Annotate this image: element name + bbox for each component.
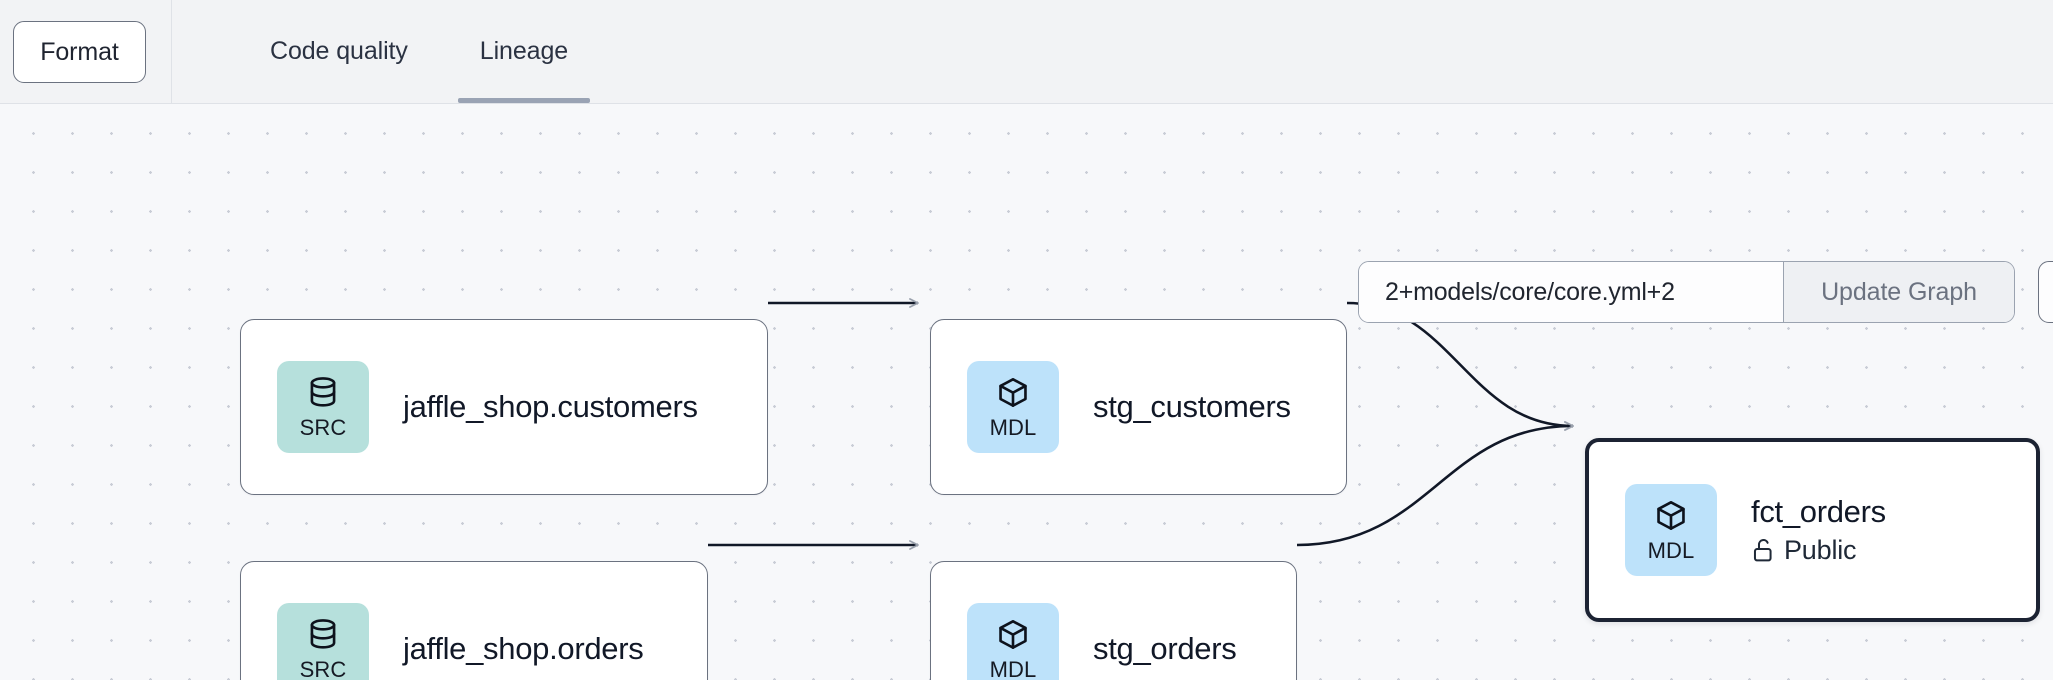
tab-bar: Code quality Lineage [172, 0, 604, 103]
node-title: stg_orders [1093, 630, 1237, 666]
format-button[interactable]: Format [13, 21, 146, 83]
badge-mdl: MDL [967, 361, 1059, 453]
badge-src: SRC [277, 603, 369, 680]
cube-icon [996, 376, 1030, 412]
tab-lineage[interactable]: Lineage [444, 0, 604, 103]
offscreen-control-partial[interactable] [2038, 261, 2053, 323]
node-body: stg_customers [1093, 389, 1291, 426]
node-title: stg_customers [1093, 388, 1291, 424]
badge-label: SRC [299, 656, 347, 680]
graph-selector-control: Update Graph [1358, 261, 2015, 323]
lineage-canvas[interactable]: SRC jaffle_shop.customers MDL stg_custo [0, 104, 2053, 680]
node-title: jaffle_shop.customers [403, 388, 698, 424]
tab-code-quality[interactable]: Code quality [270, 37, 408, 65]
badge-label: SRC [299, 414, 347, 440]
node-body: jaffle_shop.orders [403, 630, 644, 668]
node-access-label: Public [1784, 534, 1857, 565]
cube-icon [1654, 499, 1688, 535]
badge-mdl: MDL [1625, 484, 1717, 576]
node-access-badge: Public [1751, 535, 1886, 566]
toolbar-header: Format Code quality Lineage [0, 0, 2053, 104]
update-graph-button[interactable]: Update Graph [1783, 262, 2014, 322]
badge-label: MDL [1647, 537, 1695, 563]
unlock-icon [1751, 537, 1775, 563]
badge-label: MDL [989, 656, 1037, 680]
node-title: fct_orders [1751, 494, 1886, 530]
node-title: jaffle_shop.orders [403, 630, 644, 666]
node-jaffle-shop-customers[interactable]: SRC jaffle_shop.customers [240, 319, 768, 495]
node-body: stg_orders [1093, 630, 1237, 668]
node-jaffle-shop-orders[interactable]: SRC jaffle_shop.orders [240, 561, 708, 680]
node-body: fct_orders Public [1751, 494, 1886, 566]
badge-label: MDL [989, 414, 1037, 440]
node-body: jaffle_shop.customers [403, 389, 698, 426]
database-icon [306, 618, 340, 654]
badge-src: SRC [277, 361, 369, 453]
cube-icon [996, 618, 1030, 654]
node-stg-orders[interactable]: MDL stg_orders [930, 561, 1297, 680]
badge-mdl: MDL [967, 603, 1059, 680]
header-left-section: Format [0, 0, 172, 103]
node-fct-orders[interactable]: MDL fct_orders Public [1585, 438, 2040, 622]
graph-selector-input[interactable] [1359, 262, 1783, 322]
node-stg-customers[interactable]: MDL stg_customers [930, 319, 1347, 495]
database-icon [306, 376, 340, 412]
